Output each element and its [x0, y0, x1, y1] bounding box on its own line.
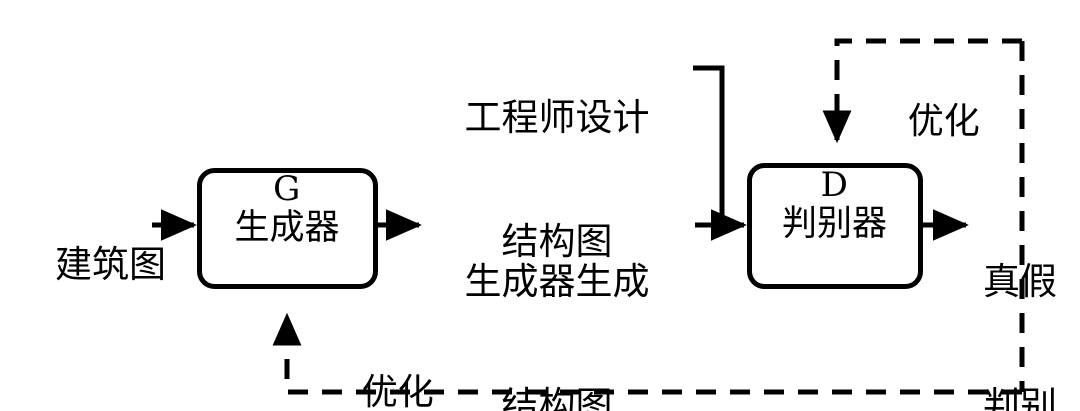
label-generated-structure: 生成器生成 结构图 [437, 178, 677, 411]
label-input-architecture: 建筑图 [8, 203, 166, 327]
node-generator-shape[interactable] [197, 168, 378, 289]
edge-feedback-bottom [272, 312, 1022, 395]
node-generator-letter: G [273, 169, 301, 209]
label-optimize-bottom-text: 优化 [361, 372, 434, 411]
edge-engineer-merge [693, 65, 725, 228]
node-discriminator-shape[interactable] [747, 163, 923, 289]
label-engineer-line-1: 工程师设计 [464, 95, 650, 139]
label-engineer-design: 工程师设计 结构图 [437, 14, 677, 346]
label-output-line-1: 真假 [983, 259, 1057, 303]
node-generator-name: 生成器 [234, 207, 340, 248]
node-discriminator-letter: D [820, 165, 849, 205]
label-engineer-line-2: 结构图 [501, 220, 613, 264]
edge-feedback-top [822, 38, 1022, 144]
label-input-line-1: 建筑图 [55, 243, 167, 287]
node-discriminator-name: 判别器 [781, 203, 887, 244]
label-output-verdict: 真假 判别 [968, 178, 1072, 411]
node-discriminator-label[interactable]: D 判别器 [747, 165, 922, 244]
label-optimize-top: 优化 [862, 62, 980, 183]
label-optimize-top-text: 优化 [907, 101, 980, 143]
node-generator-label[interactable]: G 生成器 [197, 169, 377, 248]
label-generated-line-2: 结构图 [501, 384, 613, 411]
label-output-line-2: 判别 [983, 384, 1057, 411]
label-generated-line-1: 生成器生成 [464, 259, 650, 303]
label-optimize-bottom: 优化 [316, 333, 434, 411]
